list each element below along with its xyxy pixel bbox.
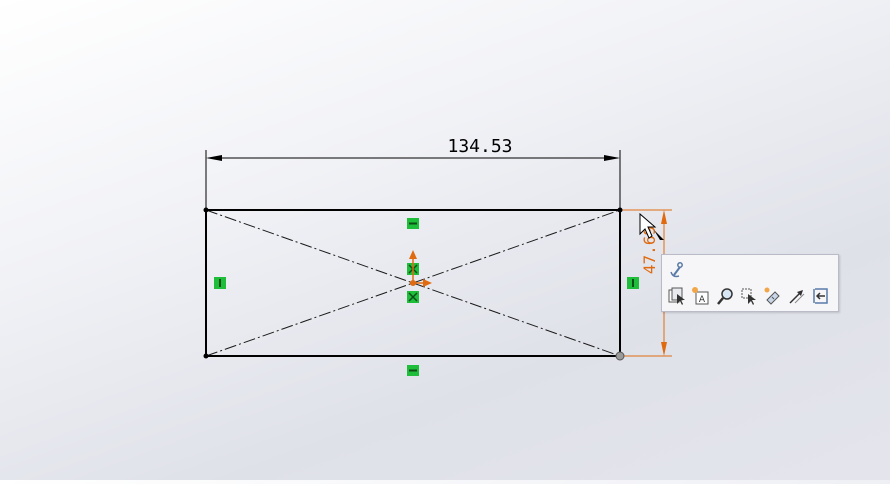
- zoom-to-selection-icon: [717, 288, 733, 305]
- smart-dimension-button[interactable]: A: [690, 285, 712, 307]
- reference-geometry-icon: [789, 290, 805, 304]
- horizontal-relation-badge-top[interactable]: [407, 218, 419, 229]
- arrow-right: [604, 155, 620, 161]
- mouse-cursor-icon: [639, 212, 664, 240]
- construction-diagonal-2[interactable]: [205, 209, 621, 357]
- select-other-icon: [668, 287, 685, 305]
- corner-point-top-left[interactable]: [203, 207, 209, 213]
- relation-button[interactable]: [738, 285, 760, 307]
- reference-geometry-button[interactable]: [786, 285, 808, 307]
- context-toolbar: A: [661, 254, 839, 312]
- exit-sketch-icon: [813, 288, 828, 304]
- vertical-dimension-value[interactable]: 47.69: [640, 226, 659, 274]
- arrow-left: [206, 155, 222, 161]
- sketch-origin-icon[interactable]: [409, 250, 432, 287]
- vertical-relation-badge-left[interactable]: [214, 277, 226, 289]
- zoom-to-selection-button[interactable]: [714, 285, 736, 307]
- fix-anchor-icon: [670, 262, 683, 278]
- horizontal-relation-badge-bottom[interactable]: [407, 365, 419, 376]
- midpoint-relation-badge-bottom[interactable]: [407, 291, 419, 303]
- measure-icon: [764, 287, 780, 305]
- horizontal-dimension[interactable]: 134.53: [205, 136, 621, 208]
- corner-point-bottom-right[interactable]: [615, 351, 625, 361]
- corner-point-bottom-left[interactable]: [203, 353, 209, 359]
- arrow-bottom: [661, 342, 667, 356]
- corner-point-top-right[interactable]: [617, 207, 623, 213]
- svg-text:A: A: [699, 295, 706, 305]
- fix-anchor-button[interactable]: [667, 259, 689, 281]
- measure-button[interactable]: [762, 285, 784, 307]
- construction-diagonal-1[interactable]: [205, 209, 621, 357]
- relation-icon: [741, 288, 756, 305]
- arrow-top: [661, 210, 667, 224]
- exit-sketch-button[interactable]: [810, 285, 832, 307]
- smart-dimension-icon: A: [692, 287, 709, 305]
- vertical-relation-badge-right[interactable]: [627, 277, 639, 289]
- select-other-button[interactable]: [666, 285, 688, 307]
- horizontal-dimension-value[interactable]: 134.53: [447, 136, 512, 157]
